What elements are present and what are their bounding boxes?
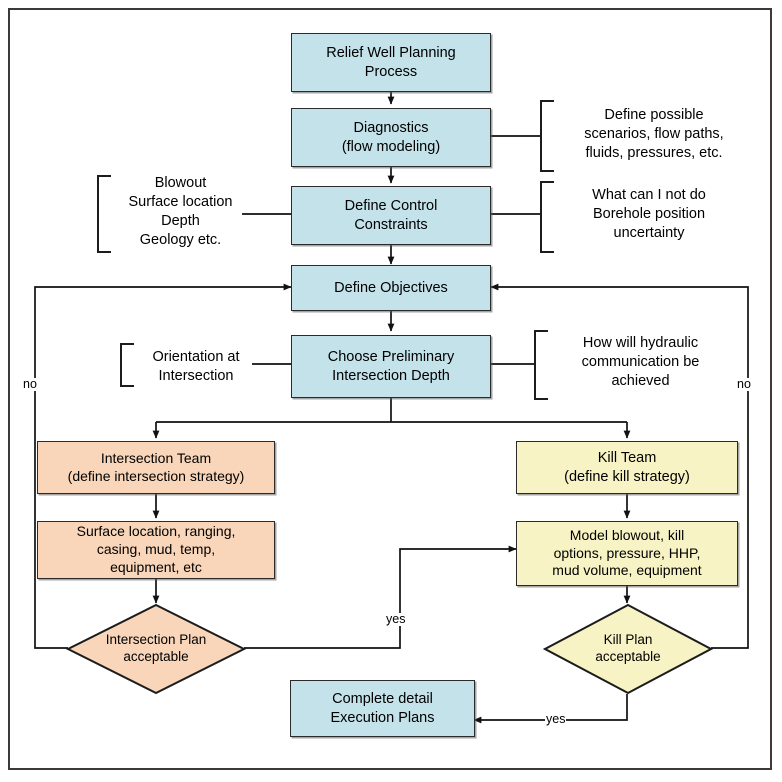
edge-label-no-right: no — [736, 377, 752, 391]
node-label: Diagnostics (flow modeling) — [341, 119, 441, 155]
diamond-shape — [543, 603, 713, 695]
bracket-diagnostics-note — [540, 100, 554, 172]
edge-label-yes-intersection: yes — [385, 612, 407, 626]
node-label: Intersection Team (define intersection s… — [67, 449, 245, 484]
node-label: Relief Well Planning Process — [326, 44, 456, 80]
node-label: Kill Team (define kill strategy) — [564, 449, 690, 485]
node-complete-detail-execution-plans[interactable]: Complete detail Execution Plans — [290, 680, 475, 737]
node-label: Surface location, ranging, casing, mud, … — [76, 523, 236, 575]
edge-label-no-left: no — [22, 377, 38, 391]
node-label: Model blowout, kill options, pressure, H… — [552, 526, 702, 579]
node-diagnostics[interactable]: Diagnostics (flow modeling) — [291, 108, 491, 167]
bracket-hydraulic-note — [534, 330, 548, 400]
node-kill-details[interactable]: Model blowout, kill options, pressure, H… — [516, 521, 738, 586]
bracket-orientation — [120, 343, 134, 387]
decision-kill-plan-acceptable[interactable]: Kill Plan acceptable — [543, 603, 713, 695]
diamond-shape — [66, 603, 246, 695]
node-define-control-constraints[interactable]: Define Control Constraints — [291, 186, 491, 245]
node-label: Choose Preliminary Intersection Depth — [327, 348, 455, 384]
node-intersection-details[interactable]: Surface location, ranging, casing, mud, … — [37, 521, 275, 579]
node-kill-team[interactable]: Kill Team (define kill strategy) — [516, 441, 738, 494]
note-hydraulic: How will hydraulic communication be achi… — [581, 335, 700, 389]
decision-label: Kill Plan acceptable — [595, 632, 661, 664]
node-label: Define Objectives — [334, 279, 448, 296]
note-constraints: What can I not do Borehole position unce… — [592, 187, 706, 241]
edge-label-yes-kill: yes — [545, 712, 567, 726]
note-orientation: Orientation at Intersection — [152, 349, 240, 384]
node-choose-preliminary-intersection-depth[interactable]: Choose Preliminary Intersection Depth — [291, 335, 491, 398]
decision-label: Intersection Plan acceptable — [105, 632, 207, 664]
bracket-constraints-note — [540, 181, 554, 253]
note-diagnostics: Define possible scenarios, flow paths, f… — [584, 107, 724, 161]
bracket-left-inputs — [97, 175, 111, 253]
decision-intersection-plan-acceptable[interactable]: Intersection Plan acceptable — [66, 603, 246, 695]
node-label: Define Control Constraints — [344, 197, 438, 233]
node-intersection-team[interactable]: Intersection Team (define intersection s… — [37, 441, 275, 494]
node-relief-well-planning-process[interactable]: Relief Well Planning Process — [291, 33, 491, 92]
note-left-inputs: Blowout Surface location Depth Geology e… — [128, 175, 233, 248]
node-define-objectives[interactable]: Define Objectives — [291, 265, 491, 311]
node-label: Complete detail Execution Plans — [330, 690, 435, 726]
